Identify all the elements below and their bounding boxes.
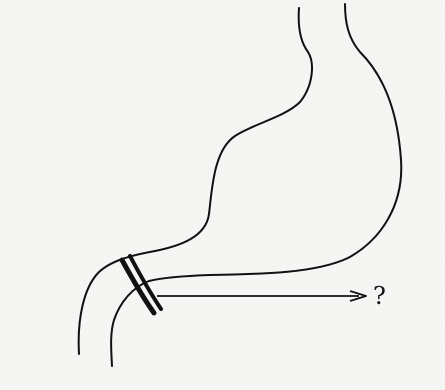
question-mark-label: ? (373, 284, 386, 308)
